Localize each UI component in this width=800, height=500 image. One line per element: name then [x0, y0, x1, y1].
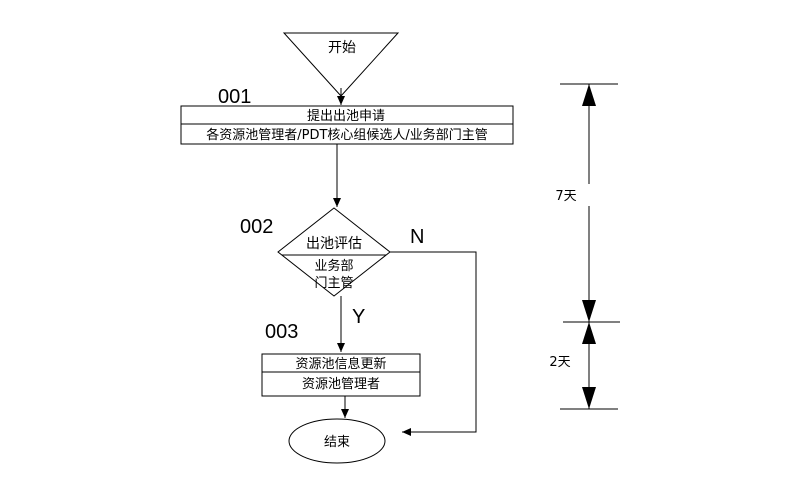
yes-label: Y — [352, 306, 365, 328]
no-branch-line — [390, 251, 477, 436]
timeline-arrow-down-2 — [582, 387, 596, 409]
timeline-arrow-down-1 — [582, 300, 596, 322]
timeline-segment2-label: 2天 — [549, 355, 570, 370]
step2-id: 002 — [240, 216, 273, 238]
step1-id: 001 — [218, 86, 251, 108]
step3-box: 资源池信息更新 资源池管理者 — [261, 353, 421, 397]
no-label: N — [410, 226, 424, 248]
decision-title: 出池评估 — [306, 236, 362, 252]
step3-id: 003 — [265, 321, 298, 343]
step1-box: 提出出池申请 各资源池管理者/PDT核心组候选人/业务部门主管 — [180, 105, 514, 145]
timeline-segment1-label: 7天 — [555, 189, 576, 204]
step1-title: 提出出池申请 — [307, 108, 385, 124]
decision-node: 出池评估 业务部 门主管 — [277, 207, 391, 297]
timeline-arrow-up-2 — [582, 322, 596, 344]
timeline-arrow-up-1 — [582, 84, 596, 106]
step3-owner: 资源池管理者 — [302, 377, 380, 392]
end-node: 结束 — [288, 418, 386, 464]
start-label: 开始 — [328, 40, 356, 56]
start-node: 开始 — [282, 32, 400, 97]
step3-title: 资源池信息更新 — [295, 356, 386, 372]
timeline: 7天 2天 — [546, 83, 620, 410]
step1-owner: 各资源池管理者/PDT核心组候选人/业务部门主管 — [206, 127, 488, 143]
end-label: 结束 — [324, 435, 350, 450]
decision-owner-line2: 门主管 — [314, 276, 353, 291]
decision-owner-line1: 业务部 — [314, 258, 353, 274]
